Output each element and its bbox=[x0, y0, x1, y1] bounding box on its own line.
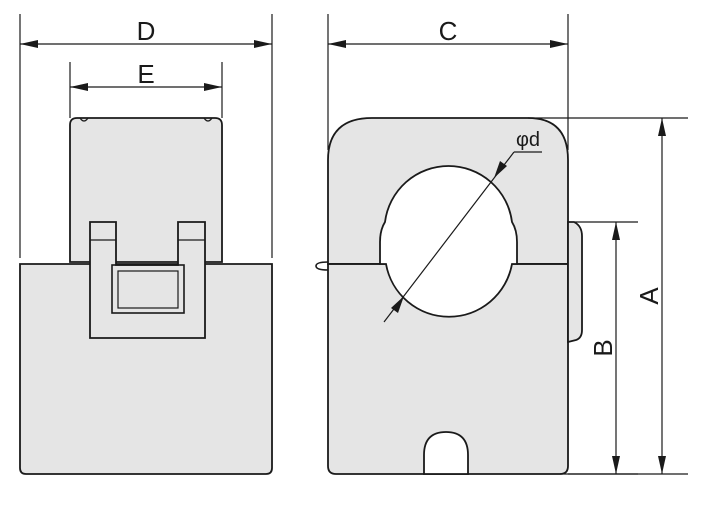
side-view-latch-window-outer bbox=[111, 264, 185, 314]
front-view-side-tab bbox=[567, 221, 583, 344]
side-view-latch-window-inner bbox=[117, 270, 179, 309]
dimension-e: E bbox=[69, 59, 223, 118]
dimension-d: D bbox=[19, 14, 273, 258]
dimension-phi-d: φd bbox=[383, 129, 542, 323]
side-view bbox=[19, 117, 273, 475]
front-view bbox=[315, 117, 583, 475]
dimension-b-label: B bbox=[588, 339, 618, 356]
dimension-d-label: D bbox=[137, 16, 156, 46]
dimension-a-label: A bbox=[634, 287, 664, 305]
dimension-c-label: C bbox=[439, 16, 458, 46]
dimension-b: B bbox=[568, 221, 638, 475]
front-view-aperture bbox=[379, 165, 518, 318]
side-view-latch bbox=[89, 221, 206, 339]
dimension-e-label: E bbox=[137, 59, 154, 89]
side-view-top-notch-right bbox=[203, 117, 213, 122]
dimension-c: C bbox=[327, 14, 569, 150]
dimension-phi-d-label: φd bbox=[516, 129, 540, 151]
front-view-bottom-slot bbox=[423, 431, 469, 475]
front-view-hinge-pin bbox=[315, 261, 329, 271]
side-view-top-notch-left bbox=[79, 117, 89, 122]
side-view-lower-housing bbox=[19, 263, 273, 475]
